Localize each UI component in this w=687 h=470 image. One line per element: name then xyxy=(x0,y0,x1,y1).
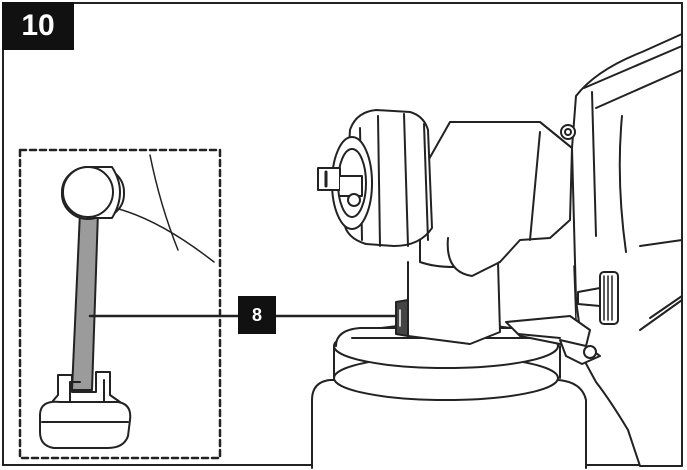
spray-gun-body xyxy=(311,33,683,469)
step-number-badge: 10 xyxy=(2,2,74,50)
callout-label-badge: 8 xyxy=(238,296,276,334)
suction-tube-detail xyxy=(39,166,132,449)
